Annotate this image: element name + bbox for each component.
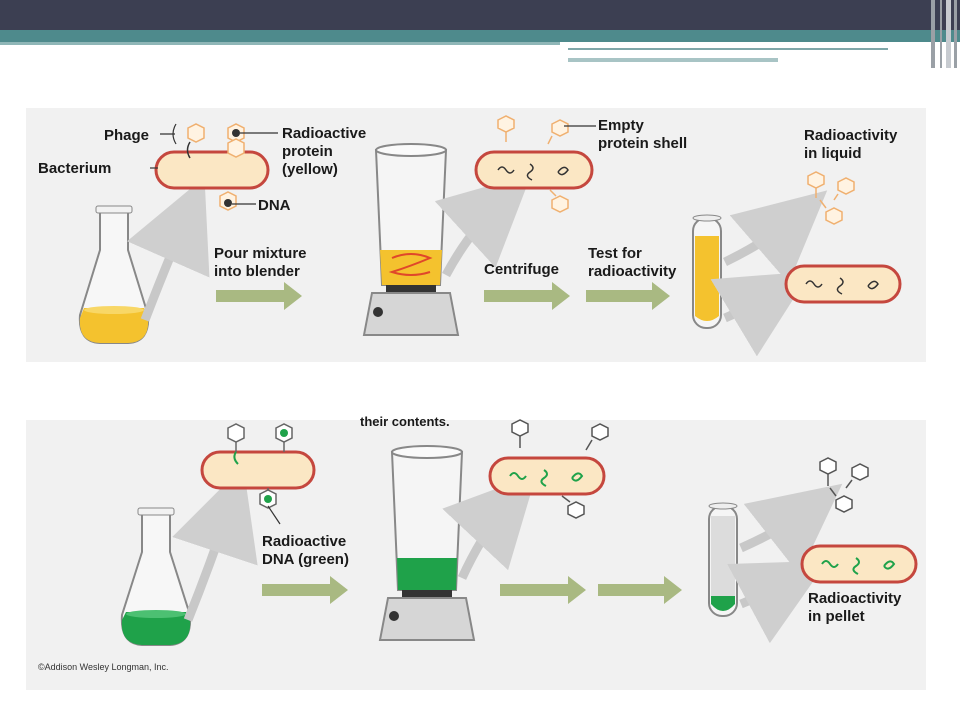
slide-accent-line [0,42,560,45]
slide-edge-stripe [954,0,957,68]
leader-line [267,505,281,525]
test-tube-green [708,502,738,617]
step-arrow [262,576,348,604]
curved-arrow [434,173,532,278]
empty-shells-top [497,115,569,213]
bacterium-cell-blended [474,150,594,190]
slide-edge-stripe [931,0,935,68]
bacterium-cell-top [154,123,270,211]
label-radioactive-protein-3: (yellow) [282,161,338,178]
test-tube-yellow [692,214,722,329]
label-empty-shell-1: Empty [598,117,645,134]
bacterium-cell-blended-green [488,456,606,496]
phage-bracket [160,123,177,145]
flask-green [120,507,192,646]
step-arrow [598,576,682,604]
step-arrow [216,282,302,310]
step-arrow [500,576,586,604]
slide-accent-line-right-2 [568,58,778,62]
label-radioactive-dna-1: Radioactive [262,533,346,550]
slide-title-bar [0,0,960,30]
curved-arrow [710,271,811,357]
label-radioactivity-liquid-2: in liquid [804,145,862,162]
label-test-radioactivity-1: Test for [588,245,642,262]
label-pour-mixture-2: into blender [214,263,300,280]
curved-arrow [739,483,843,575]
copyright-notice: ©Addison Wesley Longman, Inc. [38,662,169,672]
label-radioactivity-pellet-1: Radioactivity [808,590,902,607]
empty-shells-bottom [511,419,609,519]
label-empty-shell-2: protein shell [598,135,687,152]
label-centrifuge: Centrifuge [484,261,559,278]
slide-accent-line-right [568,48,888,50]
curved-arrow [723,190,828,284]
label-radioactive-protein-1: Radioactive [282,125,366,142]
blender-green [378,445,476,641]
bacterium-cell-pellet-top [784,264,902,304]
curved-arrow [127,177,210,322]
label-radioactive-dna-2: DNA (green) [262,551,349,568]
free-shells-top [807,171,855,225]
slide-accent-band [0,30,960,42]
label-dna: DNA [258,197,291,214]
bacterium-cell-pellet-bottom [800,544,918,584]
blender-yellow [362,143,460,336]
label-radioactivity-pellet-2: in pellet [808,608,865,625]
label-pour-mixture-1: Pour mixture [214,245,307,262]
label-radioactivity-liquid-1: Radioactivity [804,127,898,144]
free-shells-bottom [819,457,869,513]
label-phage: Phage [104,127,149,144]
curved-arrow [172,465,258,622]
slide-edge-stripe [946,0,951,68]
step-arrow [484,282,570,310]
curved-arrow [442,473,537,580]
label-partial-caption: their contents. [360,414,450,429]
flask-yellow [78,205,150,344]
slide-edge-stripe [940,0,942,68]
bacterium-cell-bottom [200,423,316,509]
label-radioactive-protein-2: protein [282,143,333,160]
curved-arrow [727,560,828,644]
label-test-radioactivity-2: radioactivity [588,263,677,280]
label-bacterium: Bacterium [38,160,111,177]
step-arrow [586,282,670,310]
